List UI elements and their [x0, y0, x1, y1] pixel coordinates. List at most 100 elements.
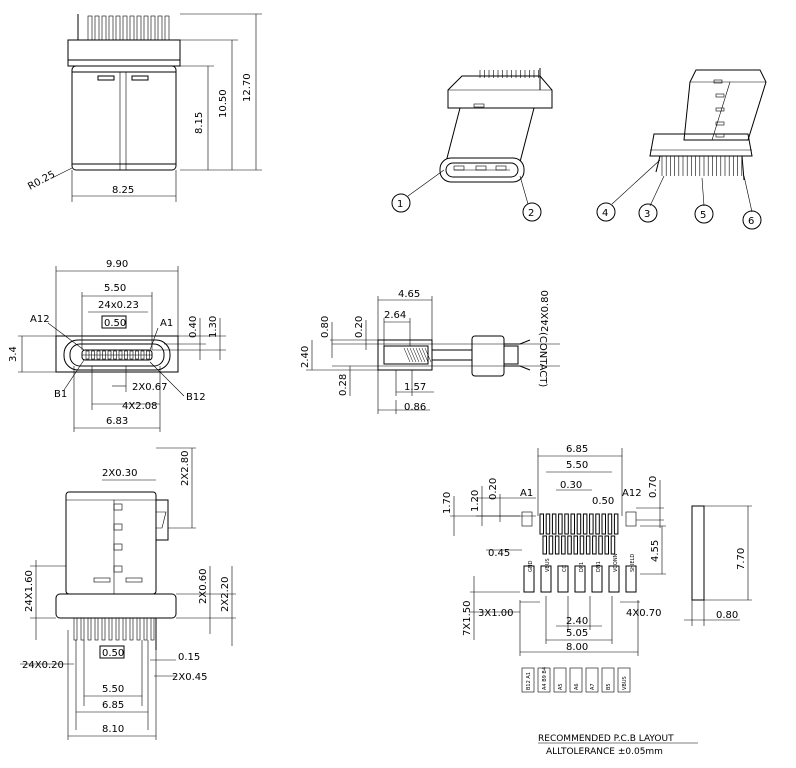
pcb-bottom-label: B5 — [606, 683, 612, 690]
bottom-d810: 8.10 — [102, 724, 124, 735]
side-d028: 0.28 — [338, 374, 349, 396]
front-box: 0.50 — [104, 318, 126, 329]
callout-2: 2 — [522, 202, 542, 222]
pcb-pad-label: VBUS — [545, 558, 551, 572]
pcb-pad-label: DN1 — [596, 561, 602, 572]
svg-text:2: 2 — [528, 208, 534, 219]
pcb-d045: 0.45 — [488, 548, 510, 559]
bottom-view: 2X0.30 2X2.80 24X1.60 2X0.60 2X2.20 24X0… — [20, 447, 236, 740]
front-bottom: 6.83 — [106, 416, 128, 427]
pcb-tolerance: ALLTOLERANCE ±0.05mm — [546, 747, 663, 757]
pcb-bottom-label: A4 B9 B4 — [542, 667, 548, 690]
pcb-bottom-label: A6 — [574, 683, 580, 690]
pcb-a12: A12 — [622, 488, 642, 499]
front-overall: 9.90 — [106, 259, 128, 270]
svg-text:1: 1 — [397, 199, 403, 210]
front-a12: A12 — [30, 314, 50, 325]
top-dim-a: 8.15 — [194, 112, 205, 134]
side-d080: 0.80 — [320, 316, 331, 338]
pcb-d150: 7X1.50 — [462, 601, 473, 636]
side-d020: 0.20 — [354, 316, 365, 338]
front-inner: 5.50 — [104, 283, 126, 294]
pcb-pad-label: CC — [562, 565, 568, 572]
side-d086: 0.86 — [404, 402, 426, 413]
svg-text:3: 3 — [644, 209, 650, 220]
bottom-box: 0.50 — [102, 648, 124, 659]
pcb-d050: 0.50 — [592, 496, 614, 507]
bottom-d550: 5.50 — [102, 684, 124, 695]
front-d1: 2X0.67 — [132, 382, 167, 393]
top-width-label: 8.25 — [112, 185, 134, 196]
bottom-view-pins — [73, 617, 157, 650]
pcb-pad-label: VCONN — [613, 553, 619, 572]
front-b12: B12 — [186, 392, 206, 403]
bottom-d220: 2X2.20 — [220, 577, 231, 612]
bottom-d030: 2X0.30 — [102, 468, 137, 479]
pcb-d455: 4.55 — [650, 540, 661, 562]
bottom-d060: 2X0.60 — [198, 569, 209, 604]
pcb-d770: 7.70 — [736, 548, 747, 570]
pcb-d120: 1.20 — [470, 490, 481, 512]
bottom-d045: 2X0.45 — [172, 672, 207, 683]
callout-3: 3 — [638, 203, 658, 223]
front-view: 9.90 5.50 24x0.23 0.50 A12 A1 B1 B12 3.4… — [8, 259, 226, 432]
iso-front-pins — [479, 68, 541, 90]
pcb-pad-label: SHIELD — [630, 554, 636, 572]
side-hatch — [403, 347, 432, 363]
top-view-pins — [77, 14, 170, 41]
pcb-d170: 1.70 — [442, 492, 453, 514]
pcb-pad-label: DP1 — [579, 562, 585, 572]
bottom-d015: 0.15 — [178, 652, 200, 663]
pcb-d550: 5.50 — [566, 460, 588, 471]
svg-text:6: 6 — [748, 216, 754, 227]
pcb-d080: 0.80 — [716, 610, 738, 621]
callout-5: 5 — [694, 204, 714, 224]
bottom-d020: 24X0.20 — [22, 660, 64, 671]
top-dim-b: 10.50 — [218, 89, 229, 118]
pcb-d4x070: 4X0.70 — [626, 608, 661, 619]
iso-view-rear — [611, 69, 767, 213]
iso-rear-pins — [661, 156, 743, 176]
front-height: 3.4 — [8, 346, 19, 362]
front-r1: 0.40 — [188, 316, 199, 338]
pcb-d020: 0.20 — [488, 478, 499, 500]
pcb-d685: 6.85 — [566, 444, 588, 455]
bottom-d160: 24X1.60 — [24, 570, 35, 612]
pcb-bottom-label: A5 — [558, 683, 564, 690]
front-pitch: 24x0.23 — [98, 300, 139, 311]
front-b1: B1 — [54, 389, 67, 400]
pcb-d300: 3X1.00 — [478, 608, 513, 619]
side-contact: (CONTACT) — [537, 332, 548, 387]
pcb-bottom-label: A7 — [590, 683, 596, 690]
iso-view-front — [407, 68, 553, 205]
top-radius-label: R0.25 — [26, 169, 57, 192]
pcb-d505: 5.05 — [566, 628, 588, 639]
pcb-d030: 0.30 — [560, 480, 582, 491]
pcb-pad-label: GND — [528, 560, 534, 572]
pcb-d240: 2.40 — [566, 616, 588, 627]
side-contact-val: 24X0.80 — [540, 290, 551, 332]
callout-4: 4 — [596, 202, 616, 222]
pcb-d070: 0.70 — [648, 476, 659, 498]
svg-text:5: 5 — [700, 210, 706, 221]
pcb-d800: 8.00 — [566, 642, 588, 653]
callout-6: 6 — [742, 210, 762, 230]
bottom-d685: 6.85 — [102, 700, 124, 711]
front-d2: 4X2.08 — [122, 401, 157, 412]
pcb-bottom-label: B12 A1 — [526, 672, 532, 690]
pcb-top-pads — [539, 513, 619, 555]
bottom-d280: 2X2.80 — [180, 451, 191, 486]
side-d157: 1.57 — [404, 382, 426, 393]
side-section: 4.65 2.64 0.80 0.20 2.40 0.28 1.57 0.86 … — [300, 289, 560, 414]
callout-1: 1 — [391, 193, 411, 213]
pcb-bottom-labels: B12 A1 A4 B9 B4 A5 A6 A7 B5 VBUS — [521, 667, 631, 693]
front-r2: 1.30 — [208, 316, 219, 338]
top-view: 8.25 R0.25 8.15 10.50 12.70 — [26, 13, 262, 202]
pcb-title: RECOMMENDED P.C.B LAYOUT — [538, 734, 674, 744]
pcb-bottom-label: VBUS — [622, 676, 628, 690]
svg-text:4: 4 — [602, 208, 608, 219]
pcb-layout: GND VBUS CC DP1 DN1 VCONN SHIELD 6.85 5.50 0.3… — [442, 444, 752, 757]
side-d264: 2.64 — [384, 310, 406, 321]
top-dim-c: 12.70 — [242, 73, 253, 102]
